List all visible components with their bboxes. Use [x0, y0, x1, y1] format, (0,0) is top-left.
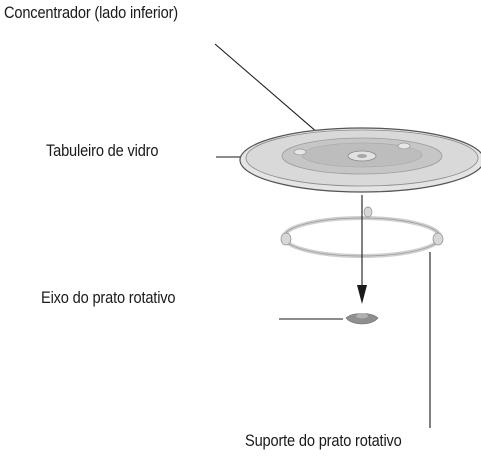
label-turntable-support: Suporte do prato rotativo: [245, 431, 402, 450]
glass-tray: [239, 127, 481, 193]
label-glass-tray: Tabuleiro de vidro: [46, 141, 159, 160]
label-hub: Concentrador (lado inferior): [4, 3, 178, 22]
assembly-arrow: [357, 195, 367, 304]
label-turntable-shaft: Eixo do prato rotativo: [41, 288, 176, 307]
turntable-shaft: [345, 313, 379, 325]
